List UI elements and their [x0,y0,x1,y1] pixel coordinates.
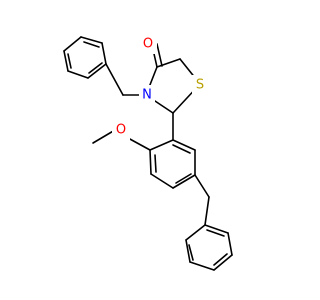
bond [149,139,174,151]
carbonyl-oxygen-label: O [143,37,153,52]
bond [172,144,191,154]
bond [67,53,72,69]
bond [87,63,107,79]
bond [105,63,124,96]
methoxy-oxygen-label: O [116,123,126,138]
sulfur-label: S [196,78,204,93]
bond [175,173,192,184]
bond [213,254,233,271]
bond [63,50,69,72]
bond [172,139,196,151]
bond [188,244,194,261]
bond [150,173,174,189]
bond [83,41,100,48]
bond [80,36,103,44]
bond [127,137,151,151]
bond [101,42,107,65]
bond [185,224,206,241]
bonds [63,36,233,271]
bond [189,261,215,271]
bond [67,70,89,79]
nitrogen-label: N [142,88,152,103]
bond [149,149,152,175]
atom-labels: O N S O [112,34,208,140]
bond [156,43,163,67]
molecule-canvas: O N S O [63,34,233,271]
bond [172,174,196,189]
bond [227,232,233,256]
bond [154,154,157,173]
bond [88,62,103,74]
bond [194,174,210,198]
bond [204,196,210,226]
bond [92,129,116,144]
bond [206,229,225,237]
bond [63,36,82,52]
bond [204,224,229,234]
molecule-structure: O N S O [63,34,233,271]
bond [213,253,228,266]
bond [156,58,181,68]
bond [185,239,191,263]
